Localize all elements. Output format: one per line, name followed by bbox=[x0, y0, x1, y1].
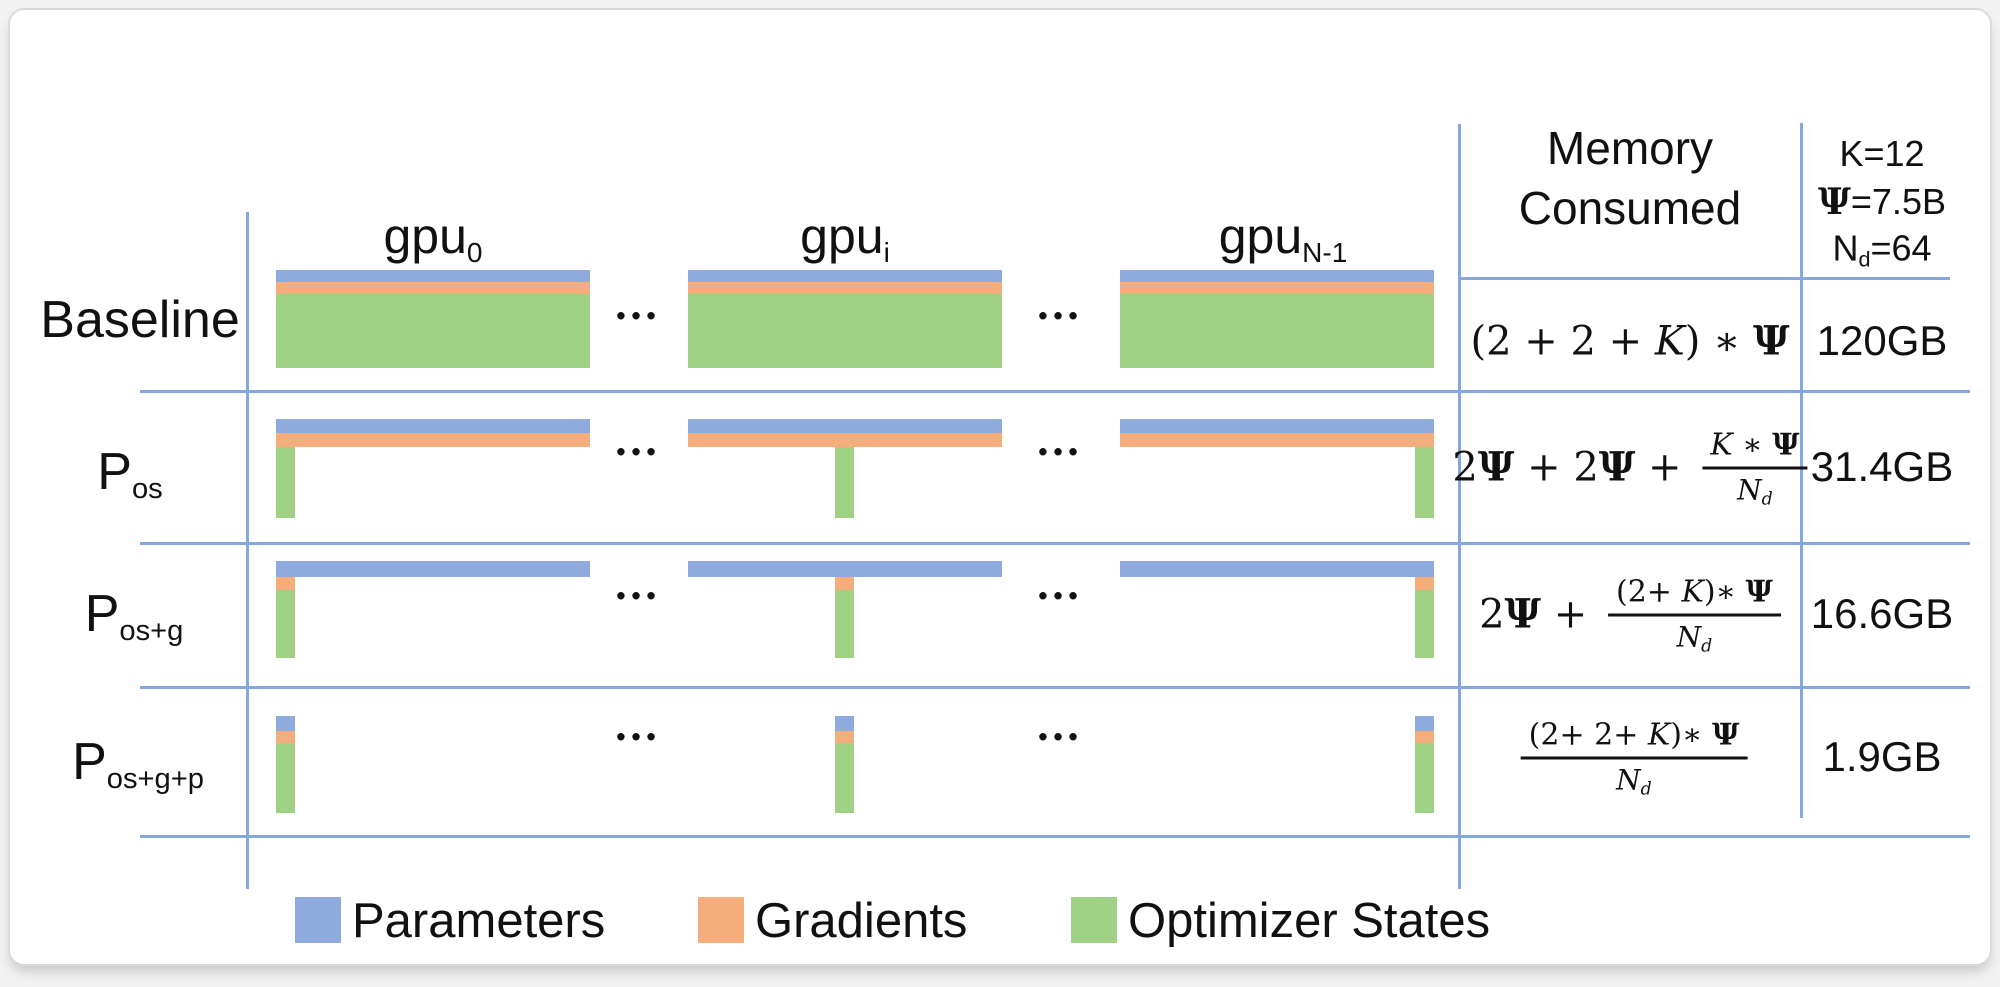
grid-vline-memory-column bbox=[1458, 124, 1461, 889]
grid-hline-row4 bbox=[140, 835, 1970, 838]
constant-nd-rest: =64 bbox=[1870, 227, 1932, 269]
column-header-gpu-i: gpui bbox=[800, 207, 890, 269]
legend-optimizer-states-label: Optimizer States bbox=[1128, 894, 1491, 948]
constant-nd-base: N bbox=[1832, 227, 1859, 269]
bar-p-os-gpu0-gradients bbox=[276, 433, 590, 447]
bar-p-os-g-gpu-n-1-gradient-shard bbox=[1415, 577, 1434, 590]
bar-p-os-g-p-gpu-n-1-parameter-shard bbox=[1415, 716, 1434, 731]
bar-p-os-g-p-gpu-n-1-optimizer-shard bbox=[1415, 743, 1434, 813]
p-os-g-p-label-text: P bbox=[72, 732, 107, 791]
bar-baseline-gpu0-gradients bbox=[276, 282, 590, 294]
bar-baseline-gpu-n-1-parameters bbox=[1120, 270, 1434, 282]
bar-p-os-gpu-n-1-optimizer-shard bbox=[1415, 447, 1434, 518]
ellipsis-p-os-g-left: ••• bbox=[616, 580, 662, 611]
bar-p-os-g-gpu-n-1-parameters bbox=[1120, 561, 1434, 577]
gpu-i-subscript: i bbox=[883, 236, 890, 268]
bar-p-os-g-gpu0-optimizer-shard bbox=[276, 590, 295, 658]
constant-psi: Ψ=7.5B bbox=[1818, 181, 1946, 223]
bar-baseline-gpu0-parameters bbox=[276, 270, 590, 282]
bar-baseline-gpu-n-1-gradients bbox=[1120, 282, 1434, 294]
ellipsis-p-os-left: ••• bbox=[616, 436, 662, 467]
bar-p-os-gpu-i-optimizer-shard bbox=[835, 447, 854, 518]
value-p-os: 31.4GB bbox=[1810, 443, 1954, 490]
bar-p-os-gpu0-optimizer-shard bbox=[276, 447, 295, 518]
bar-p-os-g-p-gpu-i-gradient-shard bbox=[835, 731, 854, 743]
column-header-gpu-n-1: gpuN-1 bbox=[1219, 207, 1348, 269]
bar-p-os-g-gpu0-gradient-shard bbox=[276, 577, 295, 590]
bar-baseline-gpu-n-1-optimizer-states bbox=[1120, 294, 1434, 368]
grid-vline-left bbox=[246, 212, 249, 889]
constant-k: K=12 bbox=[1839, 133, 1924, 175]
bar-p-os-g-p-gpu-i-optimizer-shard bbox=[835, 743, 854, 813]
figure-card bbox=[8, 8, 1992, 966]
bar-p-os-g-p-gpu0-parameter-shard bbox=[276, 716, 295, 731]
gpu-n-1-subscript: N-1 bbox=[1302, 236, 1348, 268]
ellipsis-p-os-g-right: ••• bbox=[1038, 580, 1084, 611]
ellipsis-p-os-g-p-left: ••• bbox=[616, 721, 662, 752]
gpu-n-1-base: gpu bbox=[1218, 208, 1303, 265]
p-os-label-sub: os bbox=[131, 473, 163, 506]
value-p-os-g: 16.6GB bbox=[1810, 590, 1954, 637]
p-os-g-p-label-sub: os+g+p bbox=[106, 763, 204, 796]
ellipsis-baseline-left: ••• bbox=[616, 300, 662, 331]
constant-nd: Nd=64 bbox=[1832, 227, 1931, 272]
p-os-g-label-text: P bbox=[84, 584, 120, 643]
gpu0-subscript: 0 bbox=[466, 236, 483, 268]
bar-baseline-gpu-i-gradients bbox=[688, 282, 1002, 294]
bar-p-os-g-gpu-i-parameters bbox=[688, 561, 1002, 577]
bar-p-os-gpu-n-1-gradients bbox=[1120, 433, 1434, 447]
ellipsis-baseline-right: ••• bbox=[1038, 300, 1084, 331]
row-label-p-os-g-p: Pos+g+p bbox=[72, 732, 204, 796]
ellipsis-p-os-right: ••• bbox=[1038, 436, 1084, 467]
bar-p-os-gpu-n-1-parameters bbox=[1120, 419, 1434, 433]
grid-hline-header bbox=[1458, 277, 1950, 280]
bar-baseline-gpu-i-parameters bbox=[688, 270, 1002, 282]
p-os-g-label-sub: os+g bbox=[119, 615, 184, 648]
bar-p-os-g-gpu-i-optimizer-shard bbox=[835, 590, 854, 658]
bar-p-os-g-gpu0-parameters bbox=[276, 561, 590, 577]
constant-nd-sub: d bbox=[1858, 246, 1871, 272]
legend-parameters-swatch bbox=[295, 897, 341, 943]
grid-hline-row1 bbox=[140, 390, 1970, 393]
grid-vline-values-column bbox=[1800, 123, 1803, 818]
bar-p-os-gpu0-parameters bbox=[276, 419, 590, 433]
legend-gradients-swatch bbox=[698, 897, 744, 943]
bar-p-os-g-p-gpu0-gradient-shard bbox=[276, 731, 295, 743]
memory-header-line2: Consumed bbox=[1518, 182, 1742, 234]
bar-p-os-gpu-i-gradients bbox=[688, 433, 1002, 447]
p-os-label-text: P bbox=[97, 442, 132, 501]
bar-p-os-g-p-gpu-n-1-gradient-shard bbox=[1415, 731, 1434, 743]
row-label-p-os-g: Pos+g bbox=[85, 584, 184, 648]
column-header-gpu0: gpu0 bbox=[383, 207, 482, 269]
bar-p-os-gpu-i-parameters bbox=[688, 419, 1002, 433]
constant-psi-rest: =7.5B bbox=[1850, 181, 1946, 222]
formula-baseline: (2 + 2 + K) ∗ Ψ bbox=[1470, 317, 1790, 365]
legend-gradients-label: Gradients bbox=[755, 894, 968, 948]
legend-optimizer-states-swatch bbox=[1071, 897, 1117, 943]
constant-k-text: K=12 bbox=[1839, 133, 1925, 174]
value-p-os-g-p: 1.9GB bbox=[1822, 733, 1942, 780]
bar-p-os-g-p-gpu-i-parameter-shard bbox=[835, 716, 854, 731]
bar-baseline-gpu-i-optimizer-states bbox=[688, 294, 1002, 368]
legend-parameters-label: Parameters bbox=[352, 894, 606, 948]
bar-p-os-g-gpu-n-1-optimizer-shard bbox=[1415, 590, 1434, 658]
baseline-label-text: Baseline bbox=[40, 290, 240, 349]
row-label-baseline: Baseline bbox=[40, 290, 239, 354]
value-baseline: 120GB bbox=[1816, 317, 1948, 364]
bar-p-os-g-p-gpu0-optimizer-shard bbox=[276, 743, 295, 813]
memory-consumed-header: Memory Consumed bbox=[1519, 118, 1741, 238]
gpu-i-base: gpu bbox=[800, 208, 884, 265]
psi-symbol: Ψ bbox=[1818, 181, 1851, 223]
gpu0-base: gpu bbox=[383, 208, 467, 265]
ellipsis-p-os-g-p-right: ••• bbox=[1038, 721, 1084, 752]
memory-header-line1: Memory bbox=[1546, 122, 1714, 174]
row-label-p-os: Pos bbox=[97, 442, 162, 506]
grid-hline-row3 bbox=[140, 686, 1970, 689]
bar-p-os-g-gpu-i-gradient-shard bbox=[835, 577, 854, 590]
bar-baseline-gpu0-optimizer-states bbox=[276, 294, 590, 368]
grid-hline-row2 bbox=[140, 542, 1970, 545]
